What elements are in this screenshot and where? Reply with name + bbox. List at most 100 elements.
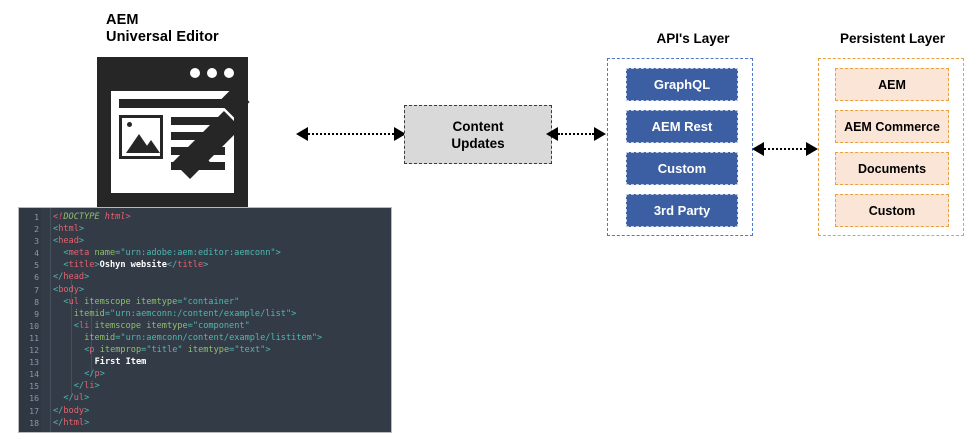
persistent-box-aem[interactable]: AEM — [835, 68, 949, 101]
code-token: meta — [68, 248, 90, 259]
arrow-content-api — [546, 127, 606, 141]
code-token: > — [78, 236, 85, 247]
code-token: > — [275, 248, 281, 259]
code-line-text: <!DOCTYPE html> — [53, 211, 131, 223]
line-number-gutter — [19, 208, 41, 432]
arrow-head-left-icon — [752, 142, 764, 156]
code-token: </ — [63, 393, 74, 404]
code-token: > — [125, 212, 131, 222]
content-updates-label: Content Updates — [451, 118, 504, 152]
api-layer-title: API's Layer — [656, 31, 730, 46]
code-line-number: 1 — [34, 212, 39, 222]
code-token: li — [78, 320, 90, 331]
code-line-text: <html> — [53, 223, 84, 235]
code-line-text: First Item — [53, 356, 147, 368]
arrow-head-right-icon — [806, 142, 818, 156]
code-token: > — [84, 393, 90, 404]
api-box-custom[interactable]: Custom — [626, 152, 738, 185]
arrow-shaft — [764, 148, 806, 150]
code-token: > — [265, 345, 271, 356]
image-inner-icon — [122, 118, 160, 156]
persistent-box-documents[interactable]: Documents — [835, 152, 949, 185]
code-token: "text" — [234, 345, 266, 356]
heading-bar-icon — [119, 99, 225, 108]
code-line-text: <p itemprop="title" itemtype="text"> — [53, 344, 271, 356]
code-token: > — [78, 224, 85, 235]
arrow-head-left-icon — [296, 127, 308, 141]
code-token: head — [63, 272, 85, 283]
code-token: ul — [68, 296, 79, 307]
code-token: "urn:aemconn:/content/example/list" — [110, 308, 292, 319]
code-token: p — [89, 345, 95, 356]
code-line: 17 </body> — [19, 405, 391, 417]
code-token: > — [317, 332, 323, 343]
image-placeholder-icon — [119, 115, 163, 159]
code-token: > — [84, 417, 90, 428]
code-token: html — [58, 224, 79, 235]
code-token: itemtype — [182, 345, 230, 356]
code-token: head — [58, 236, 79, 247]
code-line-text: </body> — [53, 405, 89, 417]
code-line: 16 </ul> — [19, 392, 391, 404]
code-token: ul — [73, 393, 85, 404]
code-line: 11 itemid="urn:aemconn/content/example/li… — [19, 332, 391, 344]
sun-icon — [127, 122, 132, 127]
arrow-editor-content — [296, 127, 406, 141]
arrow-api-persistent — [752, 142, 818, 156]
code-token: </ — [166, 260, 178, 271]
pencil-icon — [173, 86, 253, 179]
indent-guide — [50, 208, 51, 432]
code-line: 5<title>Oshyn website</title> — [19, 259, 391, 271]
api-box-3rd-party[interactable]: 3rd Party — [626, 194, 738, 227]
code-token: title — [68, 260, 95, 271]
code-token: itemscope itemtype — [89, 320, 188, 331]
code-token: DOCTYPE — [63, 212, 105, 222]
api-box-aem-rest[interactable]: AEM Rest — [626, 110, 738, 143]
indent-guide — [71, 280, 72, 395]
persistent-box-aem-commerce[interactable]: AEM Commerce — [835, 110, 949, 143]
arrow-head-left-icon — [546, 127, 558, 141]
code-token: "urn:adobe:aem:editor:aemconn" — [120, 248, 276, 259]
code-line: 10<li itemscope itemtype="component" — [19, 320, 391, 332]
code-lines: 1<!DOCTYPE html>2<html>3<head>4<meta nam… — [19, 211, 391, 429]
code-line-text: <body> — [53, 284, 84, 296]
code-line: 2 <html> — [19, 223, 391, 235]
code-token: body — [63, 405, 85, 416]
code-token: html — [63, 417, 85, 428]
code-line-number: 9 — [34, 308, 39, 319]
code-token: > — [84, 405, 90, 416]
code-line-number: 2 — [34, 224, 39, 235]
api-layer-container: GraphQL AEM Rest Custom 3rd Party — [607, 58, 753, 236]
code-line: 8<ul itemscope itemtype="container" — [19, 296, 391, 308]
code-token: <! — [53, 212, 64, 222]
code-line-number: 8 — [34, 296, 39, 307]
code-line-number: 18 — [29, 417, 39, 428]
text-line-icon — [171, 117, 225, 125]
code-line-number: 11 — [29, 332, 39, 343]
arrow-head-right-icon — [394, 127, 406, 141]
content-updates-line2: Updates — [451, 135, 505, 151]
code-token: < — [53, 284, 59, 295]
window-dots-icon — [190, 68, 234, 78]
code-token: First Item — [94, 357, 147, 368]
code-line-number: 16 — [29, 393, 39, 404]
code-line-text: itemid="urn:aemconn/content/example/list… — [53, 332, 322, 344]
code-line-number: 6 — [34, 272, 39, 283]
code-token: itemprop — [94, 345, 142, 356]
code-line: 18</html> — [19, 417, 391, 429]
persistent-box-custom[interactable]: Custom — [835, 194, 949, 227]
code-token: < — [63, 248, 69, 259]
code-token: = — [104, 308, 111, 319]
code-token: itemid — [84, 332, 116, 343]
api-box-graphql[interactable]: GraphQL — [626, 68, 738, 101]
content-updates-box: Content Updates — [404, 105, 552, 164]
code-line-text: <head> — [53, 235, 84, 247]
code-line: 6</head> — [19, 271, 391, 283]
code-line: 15</li> — [19, 380, 391, 392]
code-line-number: 17 — [29, 405, 39, 416]
code-token: </ — [73, 381, 85, 392]
editor-title: AEM Universal Editor — [106, 12, 219, 46]
code-token: < — [53, 236, 59, 247]
